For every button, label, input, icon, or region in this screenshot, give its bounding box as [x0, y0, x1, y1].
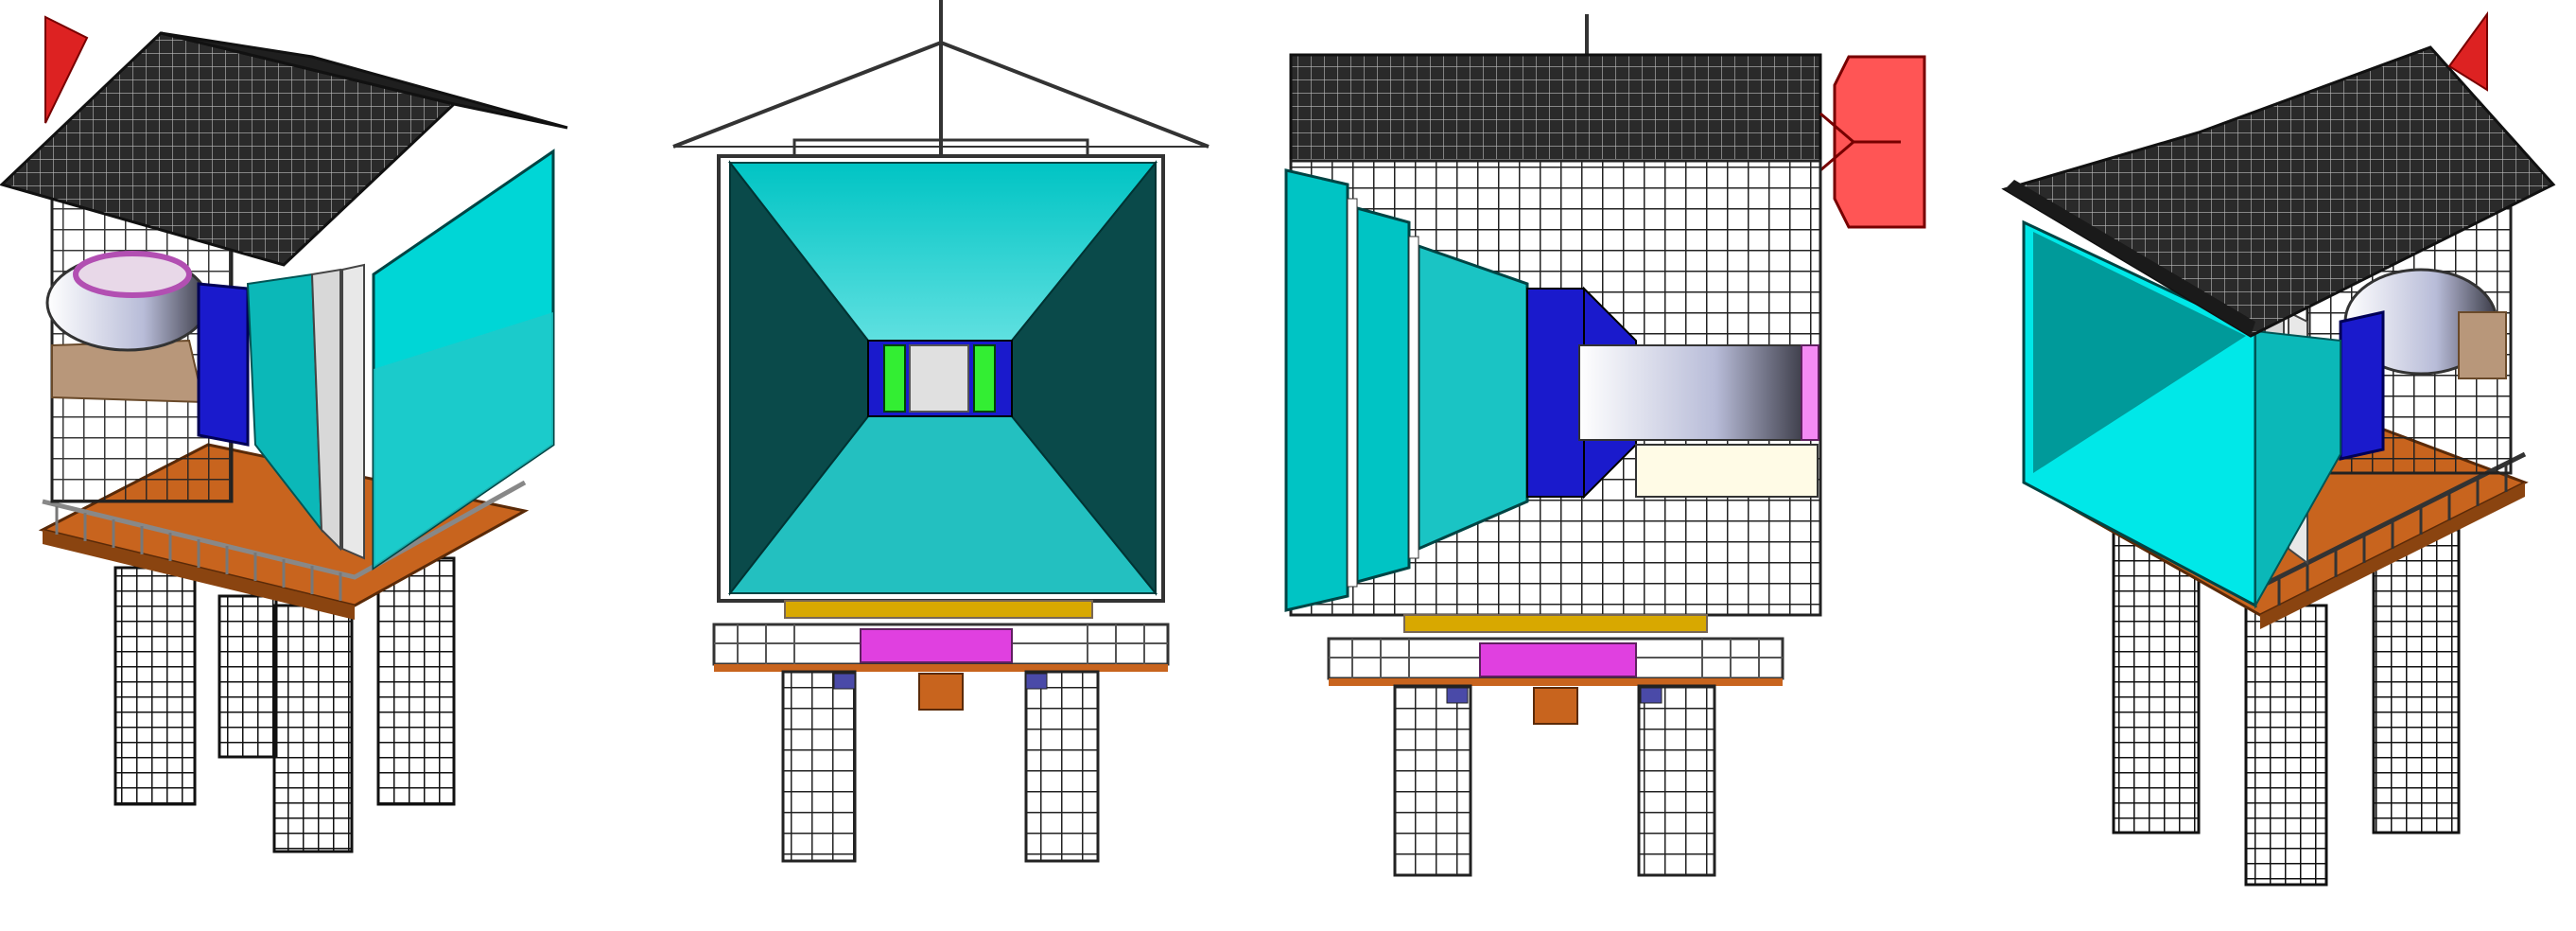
support-leg	[1393, 684, 1472, 877]
blue-honeycomb-panel	[197, 282, 250, 447]
platform-side	[2260, 483, 2525, 629]
red-fin	[44, 15, 89, 124]
fan-duct-inner	[73, 251, 192, 298]
railing-posts	[55, 506, 342, 601]
support-leg	[2372, 528, 2461, 834]
magenta-end	[1801, 344, 1819, 441]
separator	[1408, 236, 1419, 559]
blue-window	[1025, 673, 1048, 690]
support-leg	[113, 566, 197, 806]
settling-panel	[341, 263, 365, 560]
platform-deck	[714, 664, 1168, 672]
gold-base	[784, 600, 1093, 619]
view-iso-right	[2001, 10, 2556, 887]
view-front	[672, 0, 1210, 863]
gold-base	[1403, 614, 1708, 633]
solar-panel-strip	[1289, 53, 1822, 163]
settling-panel	[310, 268, 341, 552]
railing	[42, 480, 527, 580]
blue-window	[1640, 687, 1662, 704]
railing-bars	[714, 624, 1168, 664]
blue-honeycomb-panel	[2339, 310, 2385, 461]
support-leg	[376, 556, 456, 806]
blue-window	[833, 673, 856, 690]
separator	[1347, 198, 1358, 588]
red-fin	[2447, 10, 2488, 92]
contraction-panel	[1417, 243, 1529, 552]
view-side	[1284, 14, 1926, 877]
support-leg	[1637, 684, 1716, 877]
support-leg	[781, 670, 857, 863]
blue-window	[1446, 687, 1469, 704]
inlet-panel	[1284, 168, 1349, 612]
view-iso-left	[0, 15, 568, 853]
magenta-motor	[1479, 642, 1637, 677]
solar-roof-back	[160, 31, 568, 130]
orange-hub	[918, 673, 964, 711]
support-leg	[1024, 670, 1100, 863]
contraction-panel	[1355, 206, 1411, 584]
contraction-section	[2254, 329, 2341, 609]
support-leg	[218, 594, 278, 759]
railing-posts	[2277, 464, 2508, 606]
green-panel	[973, 344, 996, 413]
cream-block	[1635, 444, 1819, 498]
tan-block	[2458, 311, 2507, 379]
inlet-inner	[374, 312, 553, 568]
platform-side	[43, 530, 355, 620]
support-leg	[2244, 604, 2328, 887]
test-window	[909, 344, 969, 413]
solar-roof-front	[2005, 180, 2255, 336]
support-leg	[272, 604, 354, 853]
magenta-motor	[860, 628, 1013, 663]
platform-deck	[1329, 678, 1783, 686]
orange-hub	[1533, 687, 1578, 725]
railing-bars	[1329, 639, 1783, 678]
support-leg	[2112, 528, 2201, 834]
fan-duct	[1578, 344, 1807, 441]
blue-honeycomb	[1526, 288, 1585, 498]
inlet-inner	[2033, 232, 2246, 473]
roof-truss	[672, 40, 1210, 149]
green-panel	[883, 344, 906, 413]
